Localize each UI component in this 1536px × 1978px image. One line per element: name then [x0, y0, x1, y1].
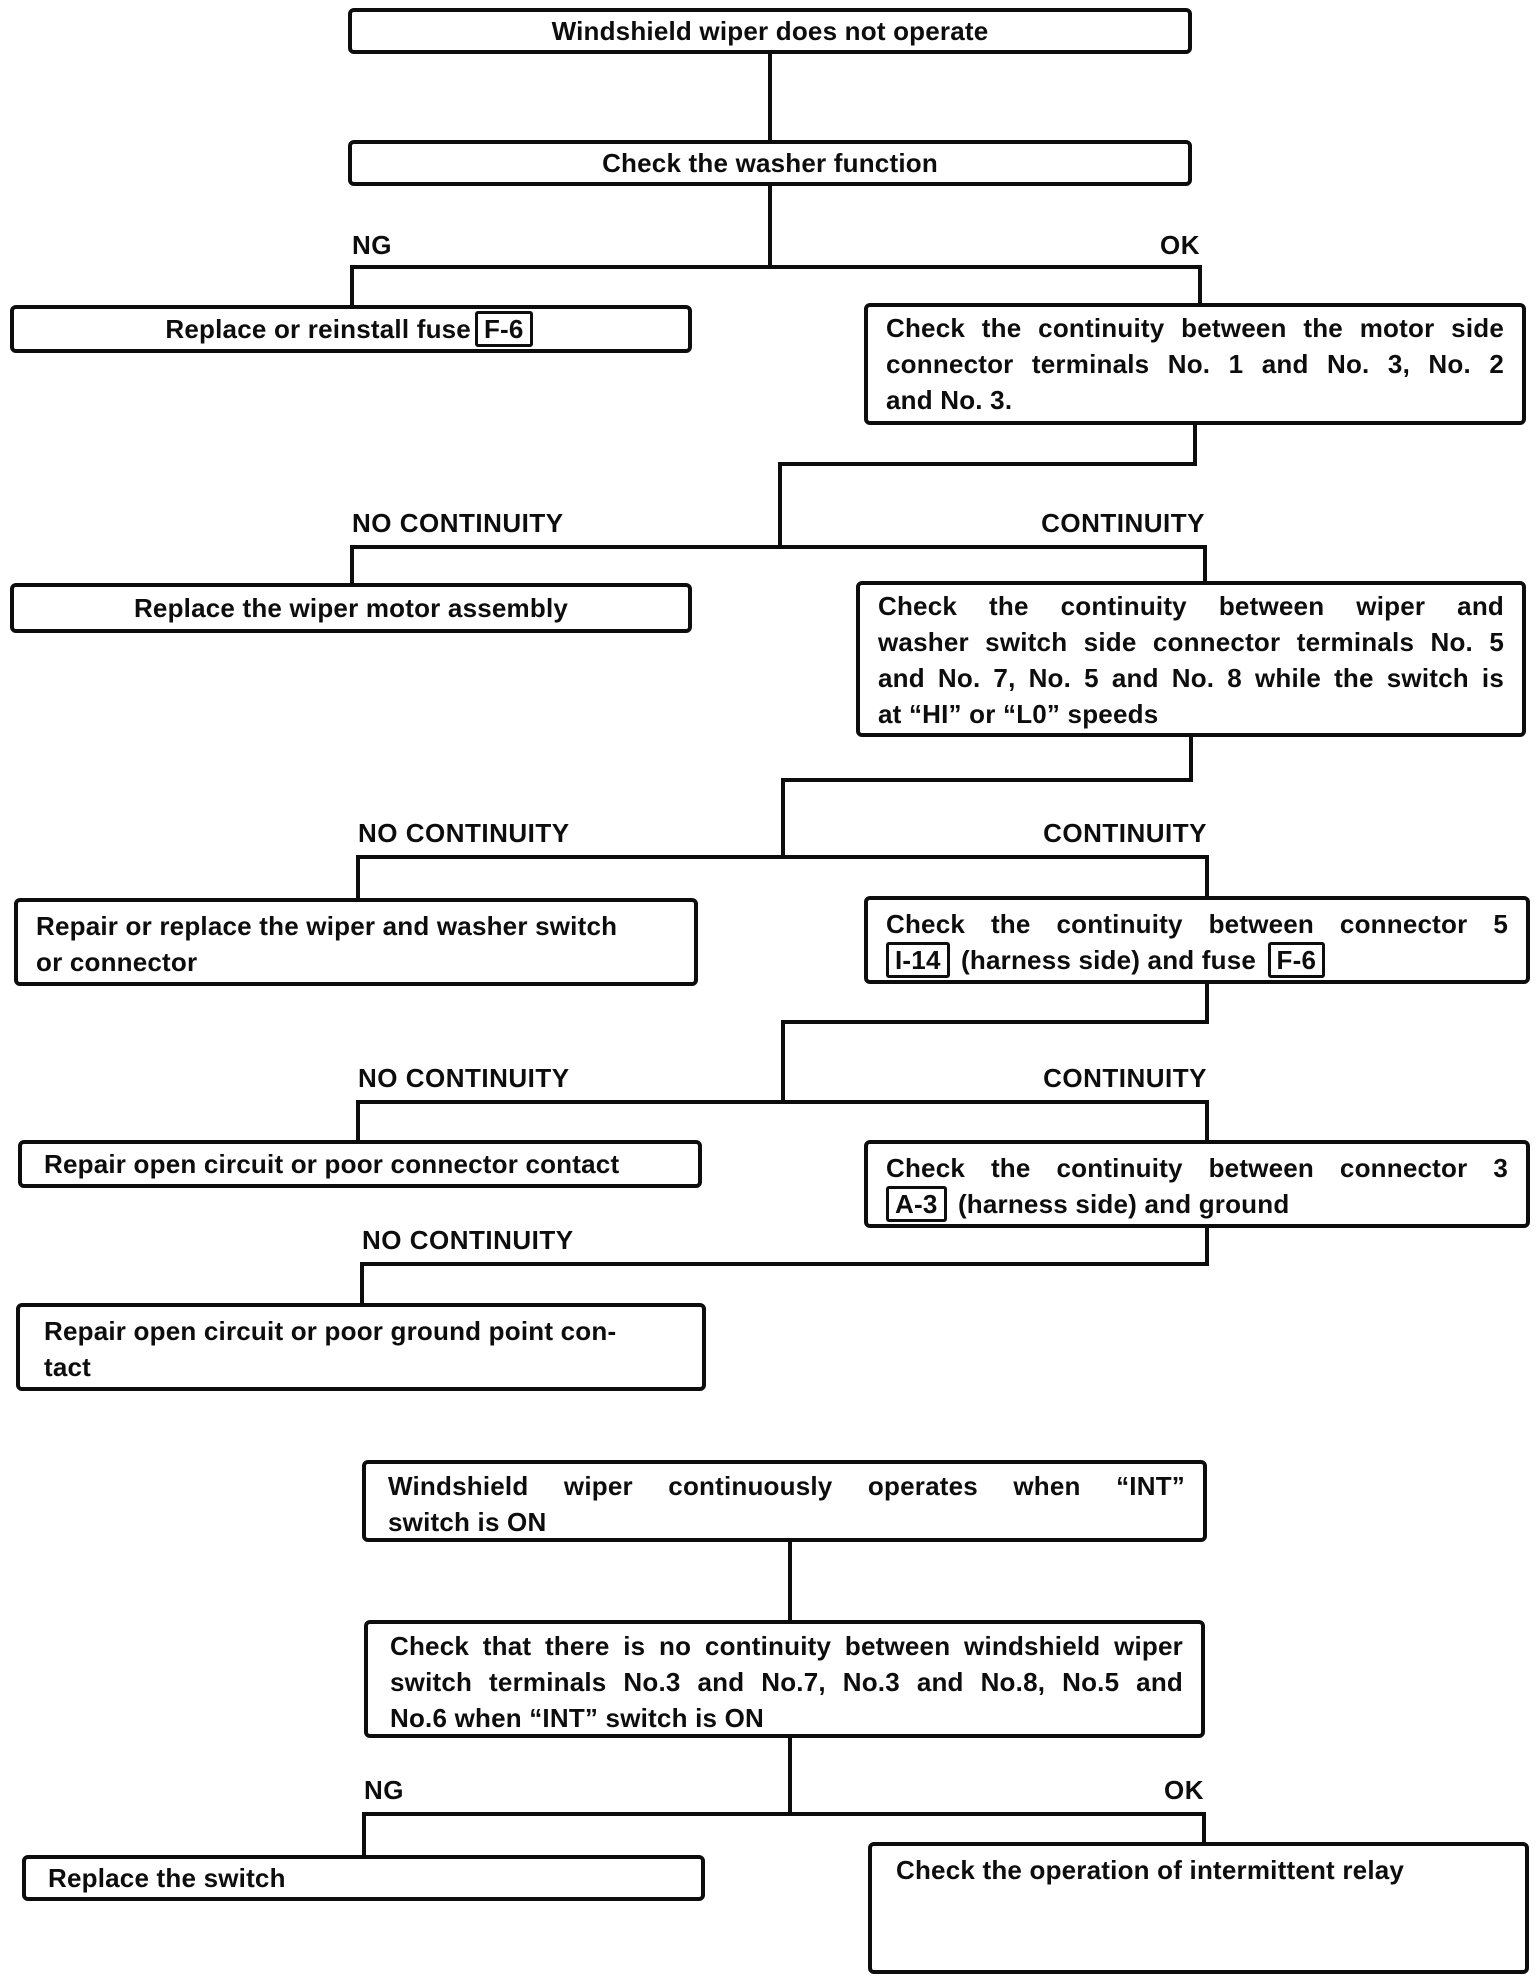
node-check-motor-line: Check the continuity between the motor s… — [886, 313, 1504, 343]
node-replace-switch-text: Replace the switch — [48, 1863, 286, 1893]
node-check-motor-line: connector terminals No. 1 and No. 3, No.… — [886, 349, 1504, 379]
fuse-f6-ref-box: F-6 — [1267, 942, 1326, 978]
connector-i14-ref-box: I-14 — [886, 942, 950, 978]
node-check-switch-line: washer switch side connector terminals N… — [878, 627, 1504, 657]
node-check-int-no-continuity: Check that there is no continuity betwee… — [364, 1620, 1205, 1738]
branch-label-continuity-3: CONTINUITY — [1043, 1063, 1207, 1093]
node-check-connector-i14-fuse: Check the continuity between connector 5… — [864, 896, 1530, 984]
branch-label-continuity-1: CONTINUITY — [1041, 508, 1205, 538]
branch-label-ok-1: OK — [1160, 230, 1200, 260]
flow-line-switch-jog — [781, 737, 1193, 857]
node-check-washer: Check the washer function — [348, 140, 1192, 186]
node-replace-wiper-motor-text: Replace the wiper motor assembly — [133, 593, 569, 623]
node-start-text: Windshield wiper does not operate — [551, 16, 989, 46]
node-replace-wiper-motor: Replace the wiper motor assembly — [10, 583, 692, 633]
node-int-start-line: switch is ON — [388, 1507, 547, 1537]
node-check-switch-line: Check the continuity between wiper and — [878, 591, 1504, 621]
node-start: Windshield wiper does not operate — [348, 8, 1192, 54]
node-int-start-line: Windshield wiper continuously operates w… — [388, 1471, 1185, 1501]
node-check-switch-continuity: Check the continuity between wiper and w… — [856, 581, 1526, 737]
branch-label-ok-2: OK — [1164, 1775, 1204, 1805]
node-repair-ground-line: tact — [44, 1352, 92, 1382]
node-check-int-line: No.6 when “INT” switch is ON — [390, 1703, 764, 1733]
node-check-int-line: Check that there is no continuity betwee… — [390, 1631, 1183, 1661]
node-int-start: Windshield wiper continuously operates w… — [362, 1460, 1207, 1542]
branch-label-no-continuity-4: NO CONTINUITY — [362, 1225, 574, 1255]
node-repair-switch-connector: Repair or replace the wiper and washer s… — [14, 898, 698, 986]
flow-line-motor-branch — [350, 545, 1207, 583]
node-check-i14-line2: I-14 (harness side) and fuse F-6 — [886, 942, 1508, 978]
node-check-motor-line: and No. 3. — [886, 385, 1013, 415]
node-replace-fuse: Replace or reinstall fuse F-6 — [10, 305, 692, 353]
node-repair-switch-line: or connector — [36, 947, 198, 977]
node-check-switch-line: at “HI” or “L0” speeds — [878, 699, 1159, 729]
node-replace-switch: Replace the switch — [22, 1855, 705, 1901]
flow-line-motor-jog — [778, 425, 1197, 547]
flow-line-switch-branch — [356, 855, 1209, 898]
node-repair-connector-text: Repair open circuit or poor connector co… — [44, 1149, 620, 1179]
node-check-connector-a3-ground: Check the continuity between connector 3… — [864, 1140, 1530, 1228]
branch-label-no-continuity-1: NO CONTINUITY — [352, 508, 564, 538]
node-check-switch-line: and No. 7, No. 5 and No. 8 while the swi… — [878, 663, 1504, 693]
branch-label-no-continuity-2: NO CONTINUITY — [358, 818, 570, 848]
node-check-intermittent-relay: Check the operation of intermittent rela… — [868, 1842, 1529, 1974]
node-check-a3-line2: A-3 (harness side) and ground — [886, 1186, 1508, 1222]
node-check-washer-text: Check the washer function — [602, 148, 938, 178]
flow-line-washer-branch — [350, 186, 1202, 305]
branch-label-ng-2: NG — [364, 1775, 404, 1805]
node-check-motor-continuity: Check the continuity between the motor s… — [864, 303, 1526, 425]
flow-line-int-branch — [362, 1812, 1206, 1855]
node-check-relay-text: Check the operation of intermittent rela… — [896, 1855, 1405, 1885]
node-check-a3-mid-text: (harness side) and ground — [957, 1189, 1290, 1219]
node-repair-ground-contact: Repair open circuit or poor ground point… — [16, 1303, 706, 1391]
node-check-int-line: switch terminals No.3 and No.7, No.3 and… — [390, 1667, 1183, 1697]
flow-line-fuse-branch — [356, 1100, 1209, 1140]
node-repair-open-circuit-connector: Repair open circuit or poor connector co… — [18, 1140, 702, 1188]
node-check-i14-line: Check the continuity between connector 5 — [886, 909, 1508, 939]
branch-label-continuity-2: CONTINUITY — [1043, 818, 1207, 848]
node-repair-ground-line: Repair open circuit or poor ground point… — [44, 1316, 617, 1346]
fuse-ref-box: F-6 — [474, 311, 533, 347]
branch-label-ng-1: NG — [352, 230, 392, 260]
node-replace-fuse-text: Replace or reinstall fuse — [165, 314, 471, 344]
node-check-a3-line: Check the continuity between connector 3 — [886, 1153, 1508, 1183]
node-check-i14-mid-text: (harness side) and fuse — [961, 945, 1257, 975]
connector-a3-ref-box: A-3 — [886, 1186, 947, 1222]
node-repair-switch-line: Repair or replace the wiper and washer s… — [36, 911, 618, 941]
branch-label-no-continuity-3: NO CONTINUITY — [358, 1063, 570, 1093]
flow-line-ground-branch — [360, 1228, 1209, 1303]
flow-line-fuse-jog — [781, 984, 1209, 1102]
